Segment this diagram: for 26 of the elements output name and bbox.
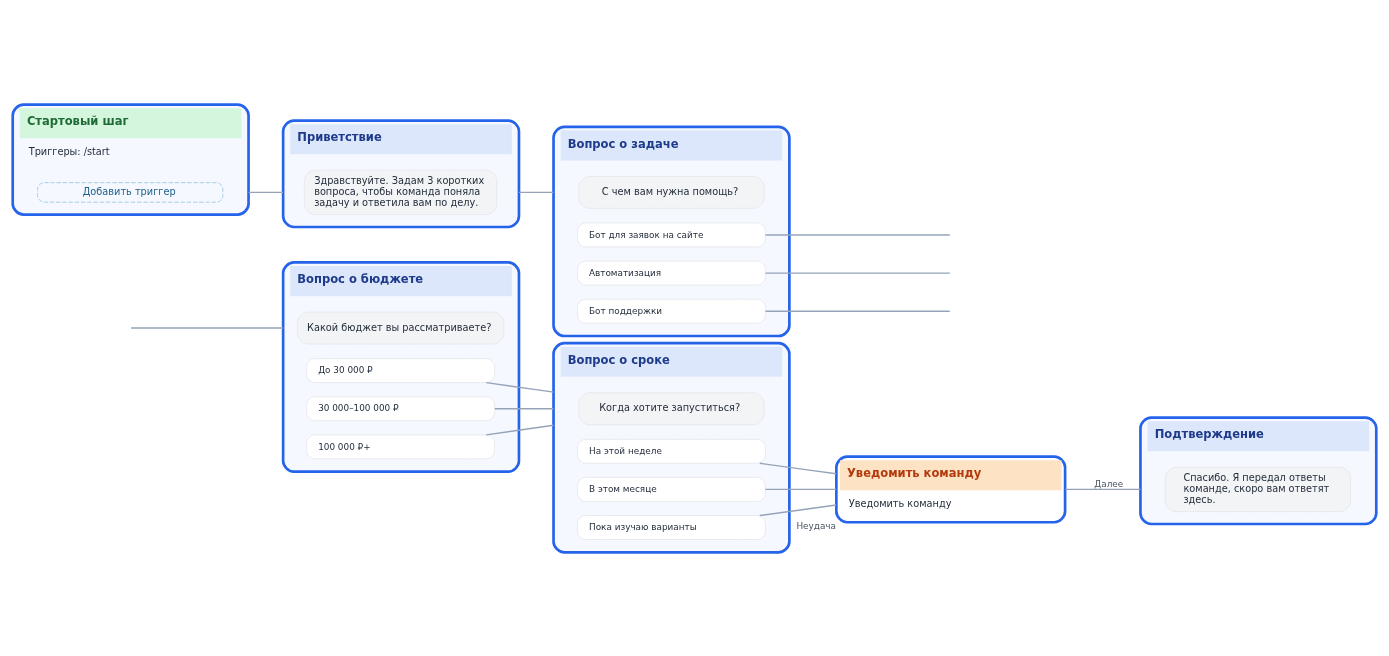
connector xyxy=(764,310,951,312)
node-label: Неудача xyxy=(796,520,837,531)
node-box: Бот поддержки xyxy=(577,298,766,324)
connector xyxy=(485,381,555,393)
node-box: Пока изучаю варианты xyxy=(577,514,766,540)
connector xyxy=(247,191,284,193)
connector xyxy=(1064,488,1142,490)
connector xyxy=(494,407,555,409)
node-box: 100 000 ₽+ xyxy=(306,433,496,459)
node-box: Уведомить команду Уведомить команду xyxy=(835,454,1067,524)
connector xyxy=(764,271,951,274)
connector xyxy=(764,233,951,236)
node-box: В этом месяце xyxy=(577,476,766,502)
edge-label: Далее xyxy=(1094,478,1124,489)
node-box: Бот для заявок на сайте xyxy=(577,222,766,247)
connector xyxy=(759,462,837,474)
connector xyxy=(759,503,837,516)
node-box: Добавить триггер xyxy=(37,181,224,203)
node-box: До 30 000 ₽ xyxy=(306,357,496,383)
node-box: Автоматизация xyxy=(577,260,766,285)
node-box: На этой неделе xyxy=(577,438,766,464)
connector xyxy=(130,326,284,329)
connector xyxy=(518,191,555,193)
connector xyxy=(485,424,555,436)
connector xyxy=(764,488,837,490)
node-box: 30 000–100 000 ₽ xyxy=(306,395,496,421)
